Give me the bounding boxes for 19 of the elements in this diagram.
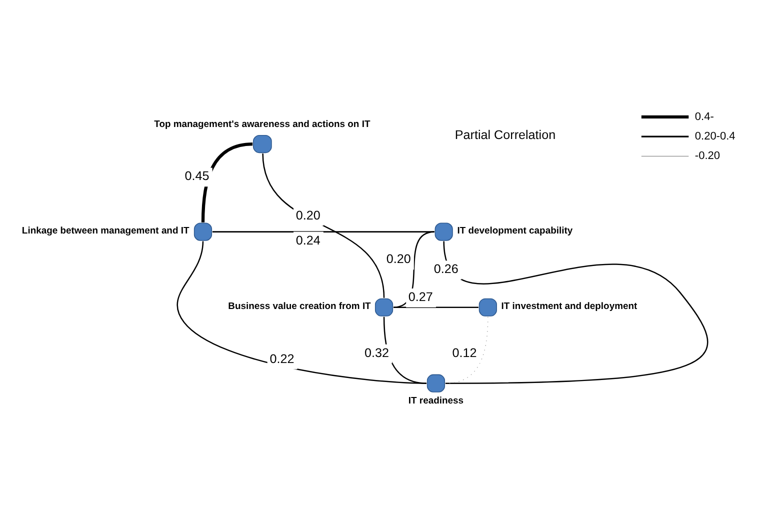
edge-label: 0.12	[452, 346, 477, 360]
node-label: Linkage between management and IT	[22, 225, 190, 236]
edge-label: 0.26	[434, 262, 458, 276]
node-label: Business value creation from IT	[228, 301, 371, 312]
edge-label: 0.20	[386, 252, 411, 266]
legend-label: -0.20	[694, 150, 720, 162]
legend-label: 0.20-0.4	[694, 130, 736, 142]
edge-label: 0.24	[296, 233, 320, 248]
node-label: IT readiness	[408, 395, 464, 406]
edge-label: 0.20	[296, 208, 320, 222]
edge-label: 0.27	[408, 290, 433, 304]
node-label: IT investment and deployment	[501, 301, 638, 312]
legend-label: 0.4-	[694, 110, 714, 123]
node-label: Top management's awareness and actions on IT	[154, 119, 370, 130]
node-label: IT development capability	[457, 225, 573, 236]
label: Partial Correlation	[454, 128, 556, 142]
edge-label: 0.22	[270, 352, 294, 366]
edge-label: 0.32	[364, 346, 390, 360]
edge-label: 0.45	[184, 169, 210, 184]
